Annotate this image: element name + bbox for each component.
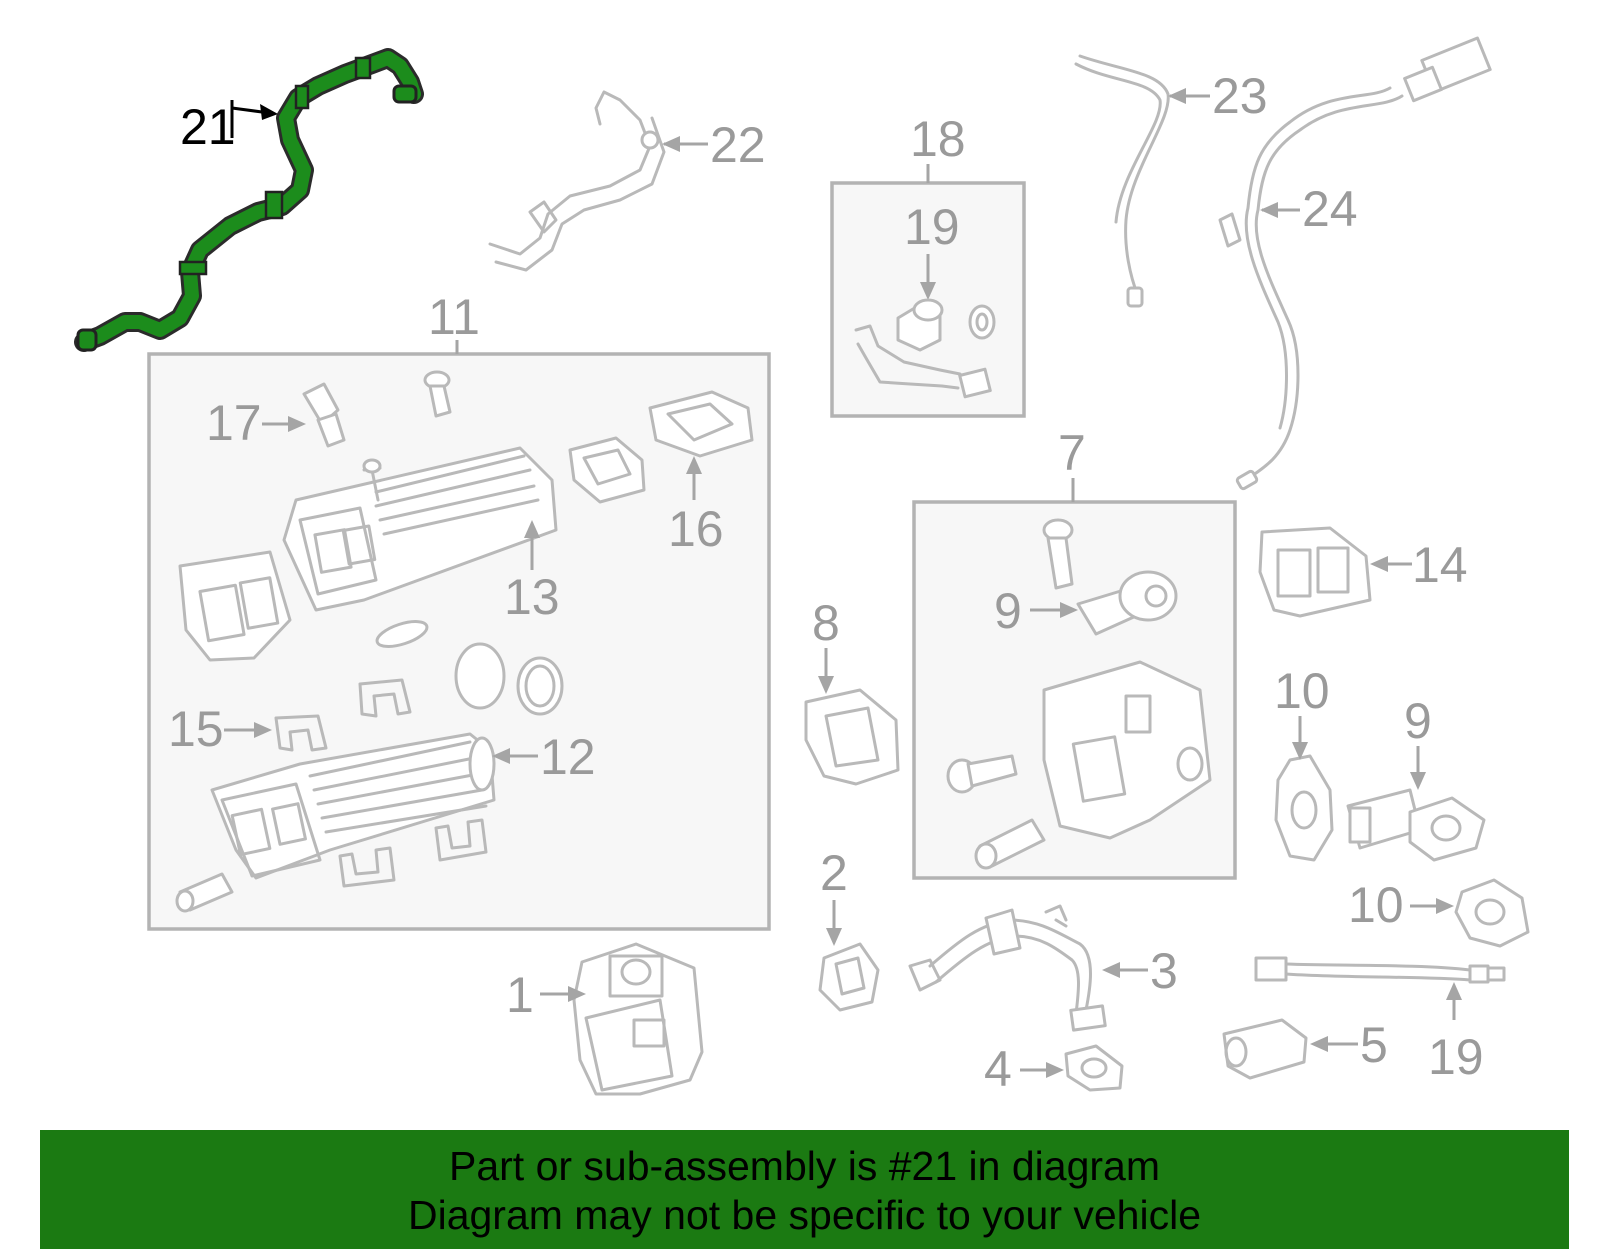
parts-diagram: 21 22 23 24 1 [74,36,1530,1097]
callout-24: 24 [1260,181,1358,237]
egr-valve-body [1042,660,1212,840]
callout-2-label: 2 [820,845,848,901]
part-12-cooler [210,732,496,880]
callout-10a-label: 10 [1274,663,1330,719]
callout-10-a: 10 [1274,663,1330,760]
part-9-valve [1346,788,1486,862]
part-7-gasket [804,688,900,786]
banner-line-2: Diagram may not be specific to your vehi… [407,1192,1201,1238]
callout-18: 18 [910,111,966,183]
o-ring-large [454,642,506,710]
callout-6-label: 7 [1058,425,1086,481]
part-23-sensor [1074,54,1170,308]
callout-9: 9 [1404,693,1432,790]
part-17-sensor [302,382,346,448]
callout-15-label: 15 [168,701,224,757]
pin-11 [175,872,234,913]
callout-1-label: 1 [506,967,534,1023]
callout-6: 7 [1058,425,1086,502]
part-4-gasket [1064,1044,1124,1092]
callout-11-label: 11 [428,289,480,345]
callout-16-label: 16 [668,501,724,557]
part-1-egr-valve [572,942,704,1096]
part-10-gasket-a [1274,754,1334,862]
clip-1 [358,678,412,718]
bolt-11 [423,370,452,418]
part-3-pipe [908,904,1107,1032]
callout-8: 9 [994,583,1078,639]
part-13-cooler [282,446,558,612]
part-10-gasket-b [1454,878,1530,948]
callout-11: 11 [428,289,480,354]
info-banner: Part or sub-assembly is #21 in diagram D… [40,1130,1569,1249]
callout-21: 21 [180,99,278,155]
callout-22: 22 [662,117,766,173]
callout-23: 23 [1168,68,1268,124]
callout-19: 19 [904,199,960,300]
callout-12: 12 [492,729,596,785]
callout-23-label: 23 [1212,68,1268,124]
callout-13: 13 [504,520,560,625]
part-19-sensor [854,298,996,399]
callout-2: 2 [820,845,848,946]
callout-13-label: 13 [504,569,560,625]
callout-20: 19 [1428,982,1484,1085]
part-2-gasket [818,942,880,1012]
part-14-gasket [1258,526,1372,618]
callout-19-label: 19 [904,199,960,255]
callout-16: 16 [668,456,724,557]
part-21-hose[interactable] [74,48,424,352]
callout-24-label: 24 [1302,181,1358,237]
callout-10b-label: 10 [1348,877,1404,933]
pin-6 [974,818,1046,870]
callout-17-label: 17 [206,395,262,451]
callout-18-label: 18 [910,111,966,167]
gasket-11-left [178,550,292,662]
bolt-6-top [1042,518,1074,590]
part-5-component [1222,1018,1308,1080]
callout-22-label: 22 [710,117,766,173]
clip-2 [434,818,488,862]
gasket-11-mid [568,436,646,504]
callout-4-label: 4 [984,1041,1012,1097]
part-22-tube [488,90,666,272]
callout-3-label: 3 [1150,943,1178,999]
callout-5: 5 [1310,1017,1388,1073]
banner-line-1: Part or sub-assembly is #21 in diagram [449,1143,1160,1189]
part-8-valve [1076,570,1178,636]
clip-3 [338,846,396,888]
callout-14: 14 [1370,537,1468,593]
part-16-gasket [648,390,754,458]
callout-20-label: 19 [1428,1029,1484,1085]
part-20-sensor [1254,956,1506,984]
callout-7: 8 [812,595,840,694]
callout-5-label: 5 [1360,1017,1388,1073]
callout-3: 3 [1102,943,1178,999]
callout-10-b: 10 [1348,877,1454,933]
callout-9-label: 9 [1404,693,1432,749]
callout-1: 1 [506,967,586,1023]
callout-12-label: 12 [540,729,596,785]
callout-15: 15 [168,701,272,757]
part-15-clip [274,714,328,752]
callout-17: 17 [206,395,306,451]
callout-14-label: 14 [1412,537,1468,593]
o-ring-small [375,620,429,648]
callout-4: 4 [984,1041,1064,1097]
callout-8-label: 9 [994,583,1022,639]
part-24-harness [1218,36,1492,491]
callout-7-label: 8 [812,595,840,651]
bolt-6-mid [946,754,1018,794]
callout-21-label: 21 [180,99,236,155]
